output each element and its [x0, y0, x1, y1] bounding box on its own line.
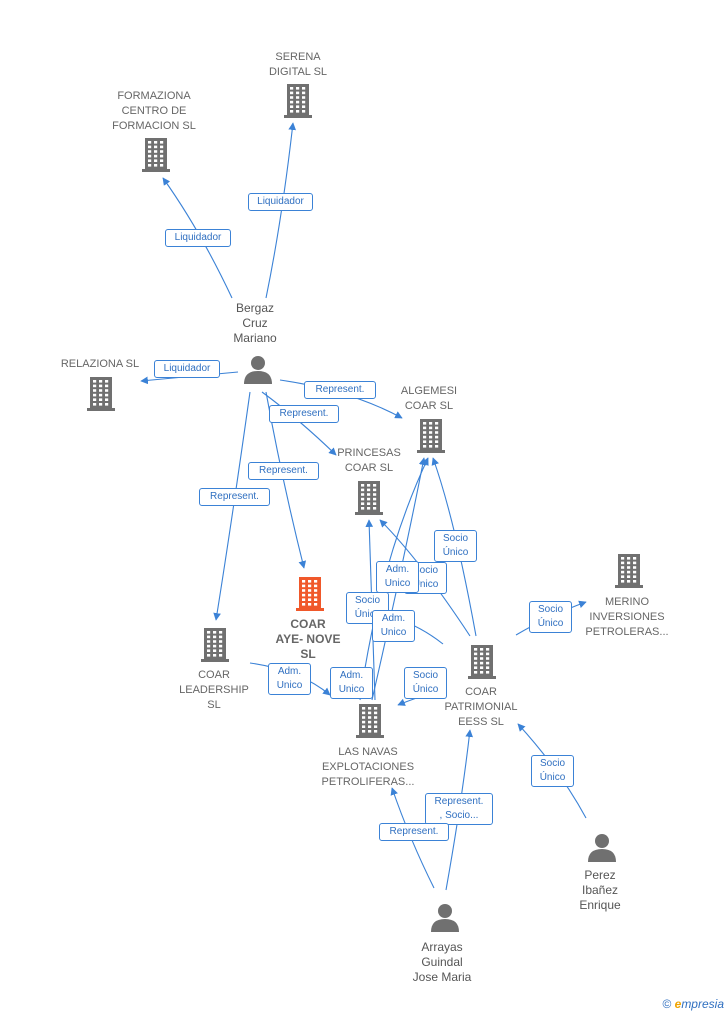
edge-label-bergaz-to-serena[interactable]: Liquidador: [248, 193, 313, 211]
node-label-coar-patrimonial[interactable]: COAR PATRIMONIAL EESS SL: [444, 686, 518, 728]
building-icon-formaziona[interactable]: [142, 138, 170, 172]
node-label-serena[interactable]: SERENA DIGITAL SL: [268, 51, 328, 78]
edge-label-bergaz-to-formaziona[interactable]: Liquidador: [165, 229, 231, 247]
building-icon-princesas[interactable]: [355, 481, 383, 515]
edge-label-bergaz-to-coar-leadership[interactable]: Represent.: [199, 488, 270, 506]
copyright-symbol: ©: [662, 997, 672, 1011]
edge-label-coar-patrimonial-to-las-navas[interactable]: Socio Único: [404, 667, 447, 699]
node-label-relaziona[interactable]: RELAZIONA SL: [60, 358, 140, 370]
edge-label-las-navas-to-algemesi[interactable]: Adm. Unico: [330, 667, 373, 699]
brand-logo-text: mpresia: [681, 997, 724, 1011]
edge-label-las-navas-to-princesas[interactable]: Adm. Unico: [376, 561, 419, 593]
person-icon-perez[interactable]: [588, 834, 616, 862]
edge-label-bergaz-to-coar-aye[interactable]: Represent.: [248, 462, 319, 480]
person-icon-bergaz[interactable]: [244, 356, 272, 384]
person-icon-arrayas[interactable]: [431, 904, 459, 932]
node-label-formaziona[interactable]: FORMAZIONA CENTRO DE FORMACION SL: [112, 90, 196, 132]
node-label-coar-aye[interactable]: COAR AYE- NOVE SL: [275, 617, 341, 661]
edge-bergaz-to-coar-leadership: [213, 391, 251, 621]
edge-label-bergaz-to-relaziona[interactable]: Liquidador: [154, 360, 220, 378]
edge-label-coar-leadership-to-las-navas[interactable]: Adm. Unico: [268, 663, 311, 695]
building-icon-coar-aye[interactable]: [296, 577, 324, 611]
edge-label-coar-patrimonial-to-merino[interactable]: Socio Único: [529, 601, 572, 633]
edge-label-bergaz-to-princesas[interactable]: Represent.: [269, 405, 339, 423]
edge-label-arrayas-to-las-navas[interactable]: Represent.: [379, 823, 449, 841]
building-icon-algemesi[interactable]: [417, 419, 445, 453]
building-icon-relaziona[interactable]: [87, 377, 115, 411]
node-label-merino[interactable]: MERINO INVERSIONES PETROLERAS...: [585, 596, 669, 638]
edge-bergaz-to-serena: [265, 122, 297, 299]
building-icon-merino[interactable]: [615, 554, 643, 588]
edge-label-arrayas-to-coar-patrimonial[interactable]: Represent. , Socio...: [425, 793, 493, 825]
node-label-princesas[interactable]: PRINCESAS COAR SL: [337, 447, 401, 474]
building-icon-coar-leadership[interactable]: [201, 628, 229, 662]
node-label-las-navas[interactable]: LAS NAVAS EXPLOTACIONES PETROLIFERAS...: [321, 746, 415, 788]
brand-logo-e: e: [674, 997, 682, 1011]
nodes-layer: [87, 84, 643, 932]
node-label-algemesi[interactable]: ALGEMESI COAR SL: [400, 385, 458, 412]
node-label-arrayas[interactable]: Arrayas Guindal Jose Maria: [412, 940, 472, 984]
edge-label-bergaz-to-algemesi[interactable]: Represent.: [304, 381, 376, 399]
node-label-perez[interactable]: Perez Ibañez Enrique: [579, 868, 621, 912]
building-icon-coar-patrimonial[interactable]: [468, 645, 496, 679]
building-icon-serena[interactable]: [284, 84, 312, 118]
footer-brand[interactable]: © empresia: [662, 997, 724, 1011]
node-label-coar-leadership[interactable]: COAR LEADERSHIP SL: [179, 669, 249, 711]
node-label-bergaz[interactable]: Bergaz Cruz Mariano: [233, 301, 277, 345]
building-icon-las-navas[interactable]: [356, 704, 384, 738]
edge-label-coar-patrimonial-to-algemesi[interactable]: Socio Único: [434, 530, 477, 562]
edge-label-perez-to-coar-patrimonial[interactable]: Socio Único: [531, 755, 574, 787]
edge-label-las-navas-to-coar-aye[interactable]: Adm. Unico: [372, 610, 415, 642]
